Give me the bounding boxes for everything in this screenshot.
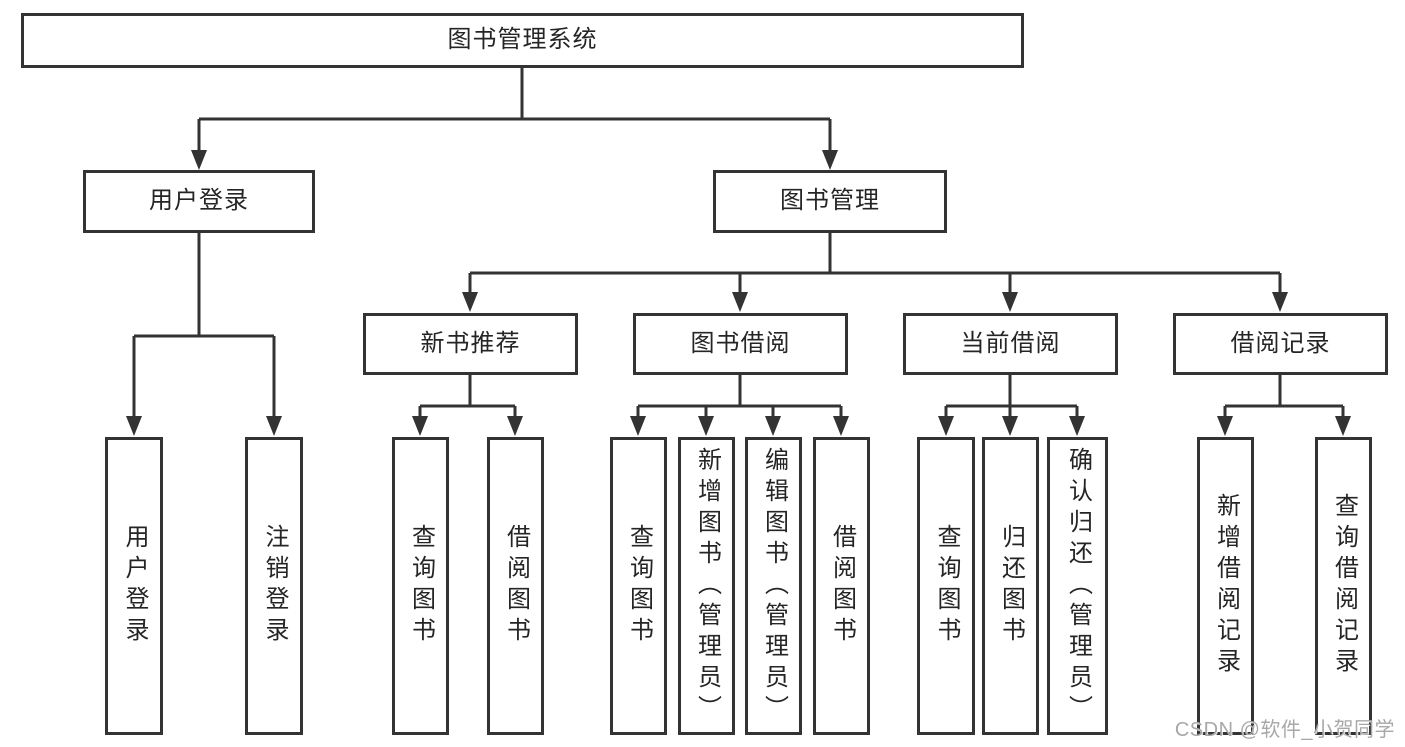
connector-book-management-to-level3 <box>462 233 1288 312</box>
connector-lines <box>132 233 276 421</box>
node-label: 图书借阅 <box>690 329 791 357</box>
node-label: 查询借阅记录 <box>1330 493 1358 679</box>
connector-lines <box>418 375 517 421</box>
node-label: 查询图书 <box>625 524 653 648</box>
node-label: 借阅图书 <box>828 524 856 648</box>
connector-lines <box>1223 375 1345 421</box>
node-leaf-edit-books-admin: 编辑图书（管理员） <box>745 437 802 735</box>
node-book-management: 图书管理 <box>713 170 947 233</box>
node-label: 新增图书（管理员） <box>693 446 721 726</box>
node-leaf-logout: 注销登录 <box>245 437 303 735</box>
node-label: 借阅记录 <box>1230 329 1331 357</box>
node-label: 归还图书 <box>997 524 1025 648</box>
node-leaf-add-books-admin: 新增图书（管理员） <box>678 437 735 735</box>
arrowhead <box>938 416 954 436</box>
arrowhead <box>765 416 781 436</box>
node-book-management-system: 图书管理系统 <box>21 13 1024 68</box>
arrowhead <box>822 150 838 170</box>
connector-current-borrowing-to-children <box>938 375 1085 436</box>
arrowhead <box>126 416 142 436</box>
node-leaf-search-borrow-record: 查询借阅记录 <box>1315 437 1372 735</box>
connector-lines <box>468 233 1282 297</box>
node-label: 确认归还（管理员） <box>1064 446 1092 726</box>
node-label: 用户登录 <box>121 524 148 648</box>
arrowhead <box>1335 416 1351 436</box>
node-label: 当前借阅 <box>960 329 1061 357</box>
arrowhead <box>732 292 748 312</box>
connector-book-borrowing-to-children <box>630 375 849 436</box>
node-current-borrowing: 当前借阅 <box>903 313 1118 375</box>
node-label: 图书管理 <box>780 187 880 215</box>
arrowhead <box>698 416 714 436</box>
arrowhead <box>507 416 523 436</box>
connector-new-book-recommendation-to-children <box>412 375 523 436</box>
arrowhead <box>412 416 428 436</box>
arrowhead <box>1002 292 1018 312</box>
node-label: 查询图书 <box>933 524 960 648</box>
connector-user-login-to-children <box>126 233 282 436</box>
connector-root-to-level2 <box>191 68 838 170</box>
node-label: 新书推荐 <box>420 329 521 357</box>
watermark-text: CSDN @软件_小贺同学 <box>1174 719 1395 741</box>
arrowhead <box>1002 416 1018 436</box>
node-borrowing-records: 借阅记录 <box>1173 313 1388 375</box>
arrowhead <box>1272 292 1288 312</box>
arrowhead <box>630 416 646 436</box>
arrowhead <box>266 416 282 436</box>
node-leaf-add-borrow-record: 新增借阅记录 <box>1197 437 1254 735</box>
node-leaf-search-books-borrowing: 查询图书 <box>610 437 667 735</box>
arrowhead <box>191 150 207 170</box>
connector-lines <box>197 68 832 155</box>
node-book-borrowing: 图书借阅 <box>633 313 848 375</box>
node-label: 借阅图书 <box>502 524 530 648</box>
node-leaf-search-books-recommend: 查询图书 <box>392 437 449 735</box>
arrowhead <box>1217 416 1233 436</box>
node-leaf-return-books: 归还图书 <box>982 437 1039 735</box>
node-label: 新增借阅记录 <box>1212 493 1240 679</box>
node-leaf-borrow-books: 借阅图书 <box>813 437 870 735</box>
connector-lines <box>636 375 843 421</box>
node-label: 图书管理系统 <box>447 26 598 54</box>
node-new-book-recommendation: 新书推荐 <box>363 313 578 375</box>
node-label: 注销登录 <box>261 524 288 648</box>
arrowhead <box>833 416 849 436</box>
node-leaf-user-login: 用户登录 <box>105 437 163 735</box>
arrowhead <box>462 292 478 312</box>
arrowhead <box>1069 416 1085 436</box>
connector-lines <box>944 375 1079 421</box>
node-label: 查询图书 <box>407 524 435 648</box>
node-leaf-search-books-current: 查询图书 <box>917 437 975 735</box>
node-user-login: 用户登录 <box>83 170 315 233</box>
connector-borrowing-records-to-children <box>1217 375 1351 436</box>
node-leaf-confirm-return-admin: 确认归还（管理员） <box>1047 437 1108 735</box>
node-label: 用户登录 <box>149 187 249 215</box>
node-label: 编辑图书（管理员） <box>760 446 788 726</box>
node-leaf-borrow-books-recommend: 借阅图书 <box>487 437 544 735</box>
